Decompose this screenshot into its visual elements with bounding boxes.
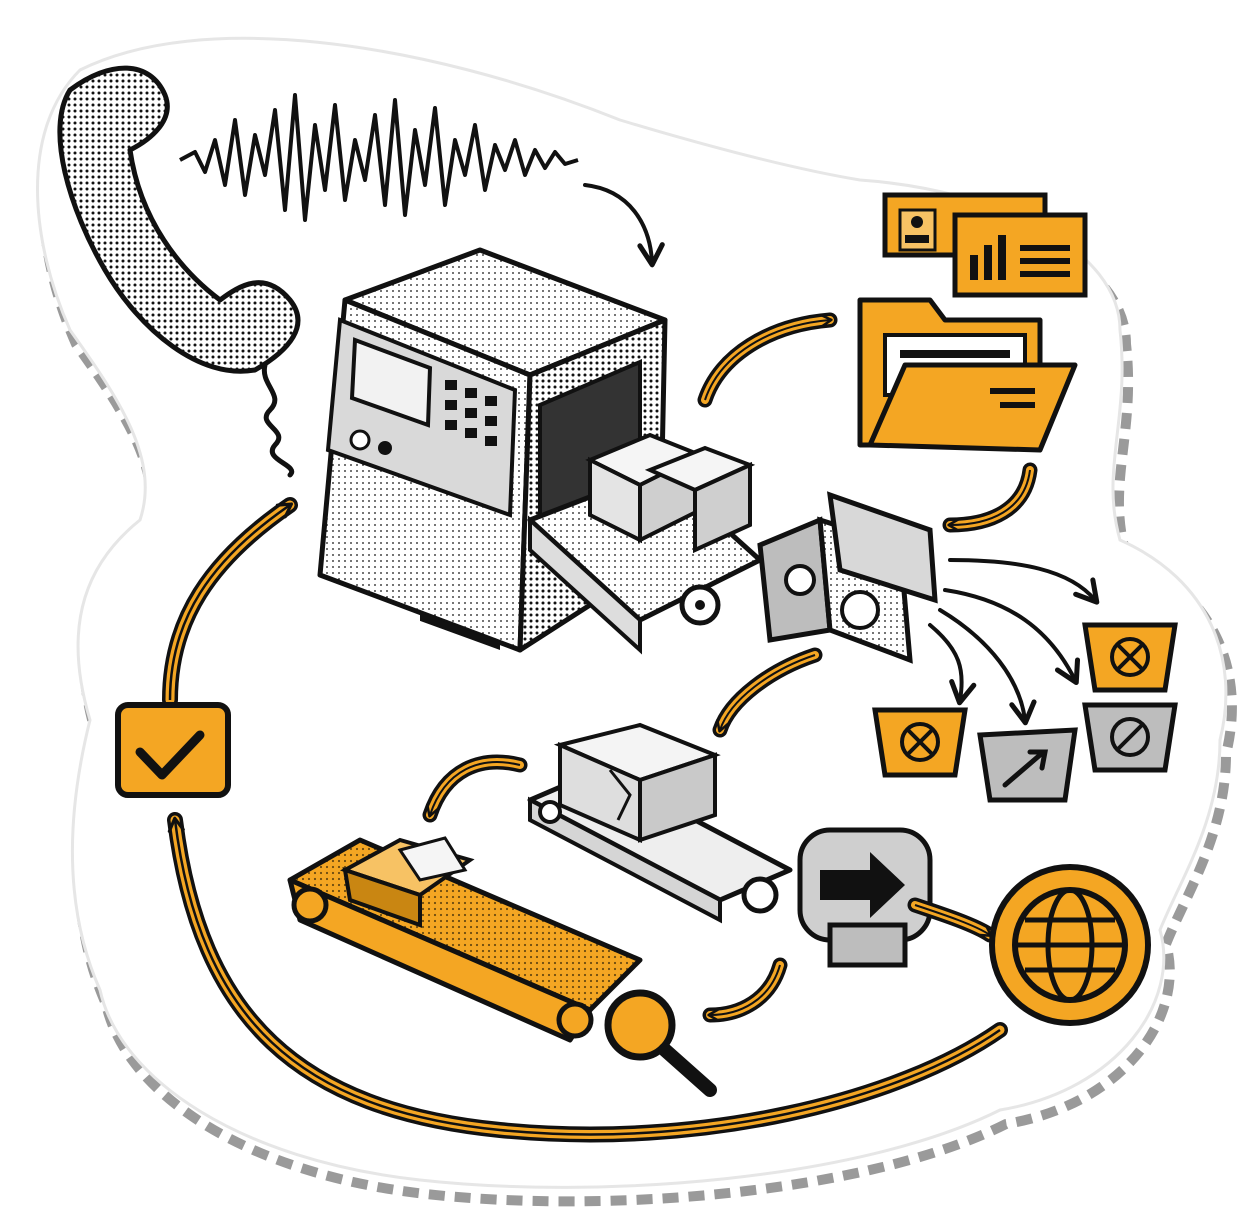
return-loop — [162, 497, 1008, 1143]
damaged-boxes-conveyor-icon — [527, 722, 793, 924]
rejected-bin-icon-2 — [872, 707, 968, 778]
machine-to-folder-arrow — [697, 312, 838, 408]
forward-arrow-icon — [797, 827, 933, 968]
orange-conveyor-icon — [287, 836, 643, 1043]
keypad — [445, 380, 497, 446]
rejected-bin-icon — [1082, 622, 1178, 693]
bins-group — [872, 622, 1178, 803]
audio-waveform-icon — [179, 93, 579, 222]
telephone-handset-icon — [57, 65, 301, 478]
data-folder-icon — [857, 192, 1088, 453]
damaged-to-conveyor-arrow — [422, 754, 528, 823]
wave-to-machine-arrow — [583, 183, 665, 268]
redirect-bin-icon — [977, 727, 1078, 803]
forward-to-search-arrow — [702, 957, 788, 1023]
sorting-gate-icon — [757, 491, 938, 664]
globe-icon — [989, 864, 1151, 1026]
processing-machine-icon — [317, 247, 668, 653]
forward-to-globe-arrow — [907, 897, 998, 943]
checkmark-icon — [115, 702, 231, 798]
splitter-to-bins-arrows — [928, 558, 1100, 726]
folder-to-splitter-arrow — [942, 462, 1038, 533]
splitter-to-damaged-arrow — [712, 647, 823, 738]
blocked-bin-icon — [1082, 702, 1178, 773]
magnifier-icon — [604, 989, 717, 1097]
